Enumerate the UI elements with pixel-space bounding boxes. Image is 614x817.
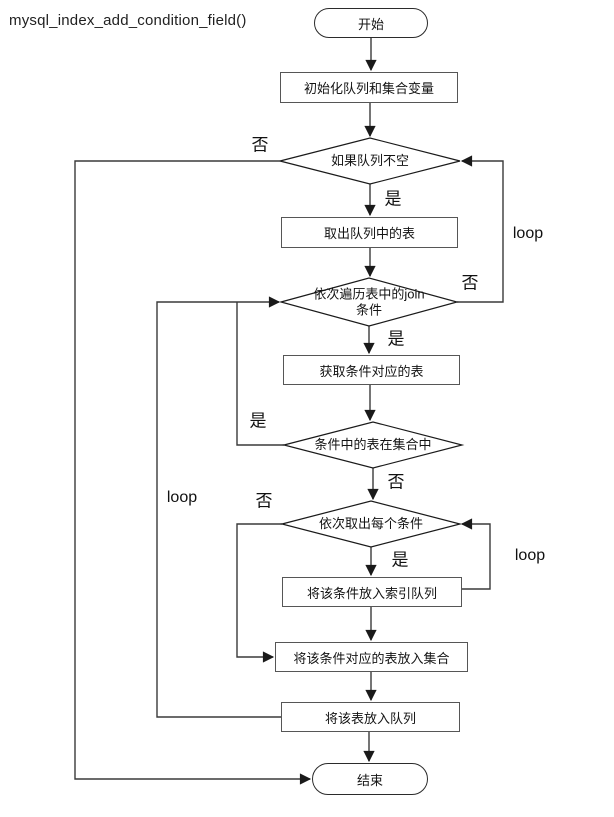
- process-init-queue-set: 初始化队列和集合变量: [280, 72, 458, 103]
- branch-no-join-check: 否: [461, 273, 479, 293]
- loop-label-outer-left: loop: [166, 489, 198, 506]
- decision-line1: 依次遍历表中的join: [313, 286, 425, 302]
- edge-pushidx-loop-to-cond-check: [458, 518, 491, 590]
- process-push-table-into-queue: 将该表放入队列: [281, 702, 460, 732]
- process-push-condition-index-queue: 将该条件放入索引队列: [282, 577, 462, 607]
- branch-no-queue-check: 否: [251, 135, 269, 155]
- branch-yes-join-check: 是: [387, 329, 405, 349]
- decision-take-each-condition-label: 依次取出每个条件: [318, 516, 424, 532]
- branch-no-set-check: 否: [387, 472, 405, 492]
- process-label: 初始化队列和集合变量: [303, 81, 434, 96]
- loop-label-outer-right: loop: [512, 225, 544, 242]
- end-label: 结束: [356, 772, 383, 788]
- decision-table-in-set-label: 条件中的表在集合中: [314, 437, 432, 453]
- branch-no-cond-check: 否: [255, 491, 273, 511]
- decision-queue-not-empty-label: 如果队列不空: [330, 153, 410, 169]
- edge-queue-check-no-to-end: [74, 160, 312, 785]
- process-push-table-into-set: 将该条件对应的表放入集合: [275, 642, 468, 672]
- start-terminator: 开始: [314, 8, 428, 38]
- branch-yes-cond-check: 是: [391, 550, 409, 570]
- decision-take-each-condition: [279, 500, 463, 548]
- decision-iterate-join-label: 依次遍历表中的join 条件: [313, 286, 424, 317]
- process-label: 将该表放入队列: [324, 710, 416, 726]
- start-label: 开始: [357, 16, 384, 32]
- branch-yes-queue-check: 是: [384, 189, 402, 209]
- process-label: 将该条件对应的表放入集合: [293, 650, 450, 666]
- process-label: 获取条件对应的表: [319, 363, 424, 379]
- process-take-table-from-queue: 取出队列中的表: [281, 217, 458, 248]
- decision-queue-not-empty: [279, 137, 461, 185]
- branch-yes-set-check: 是: [249, 411, 267, 431]
- decision-line2: 条件: [355, 302, 382, 317]
- decision-iterate-join-conditions: [278, 277, 460, 327]
- process-label: 取出队列中的表: [323, 226, 415, 241]
- edge-cond-check-no-to-pushset: [236, 523, 282, 663]
- edge-join-check-no-loop-to-queue-check: [457, 155, 504, 303]
- end-terminator: 结束: [312, 763, 428, 795]
- process-label: 将该条件放入索引队列: [306, 585, 437, 601]
- function-title: mysql_index_add_condition_field(): [9, 12, 247, 29]
- loop-label-inner-right: loop: [514, 547, 546, 564]
- decision-table-in-set: [281, 421, 465, 469]
- process-get-condition-table: 获取条件对应的表: [283, 355, 460, 385]
- edge-pushqueue-loop-to-join-check: [156, 296, 281, 718]
- edge-set-check-yes-merge: [236, 302, 284, 446]
